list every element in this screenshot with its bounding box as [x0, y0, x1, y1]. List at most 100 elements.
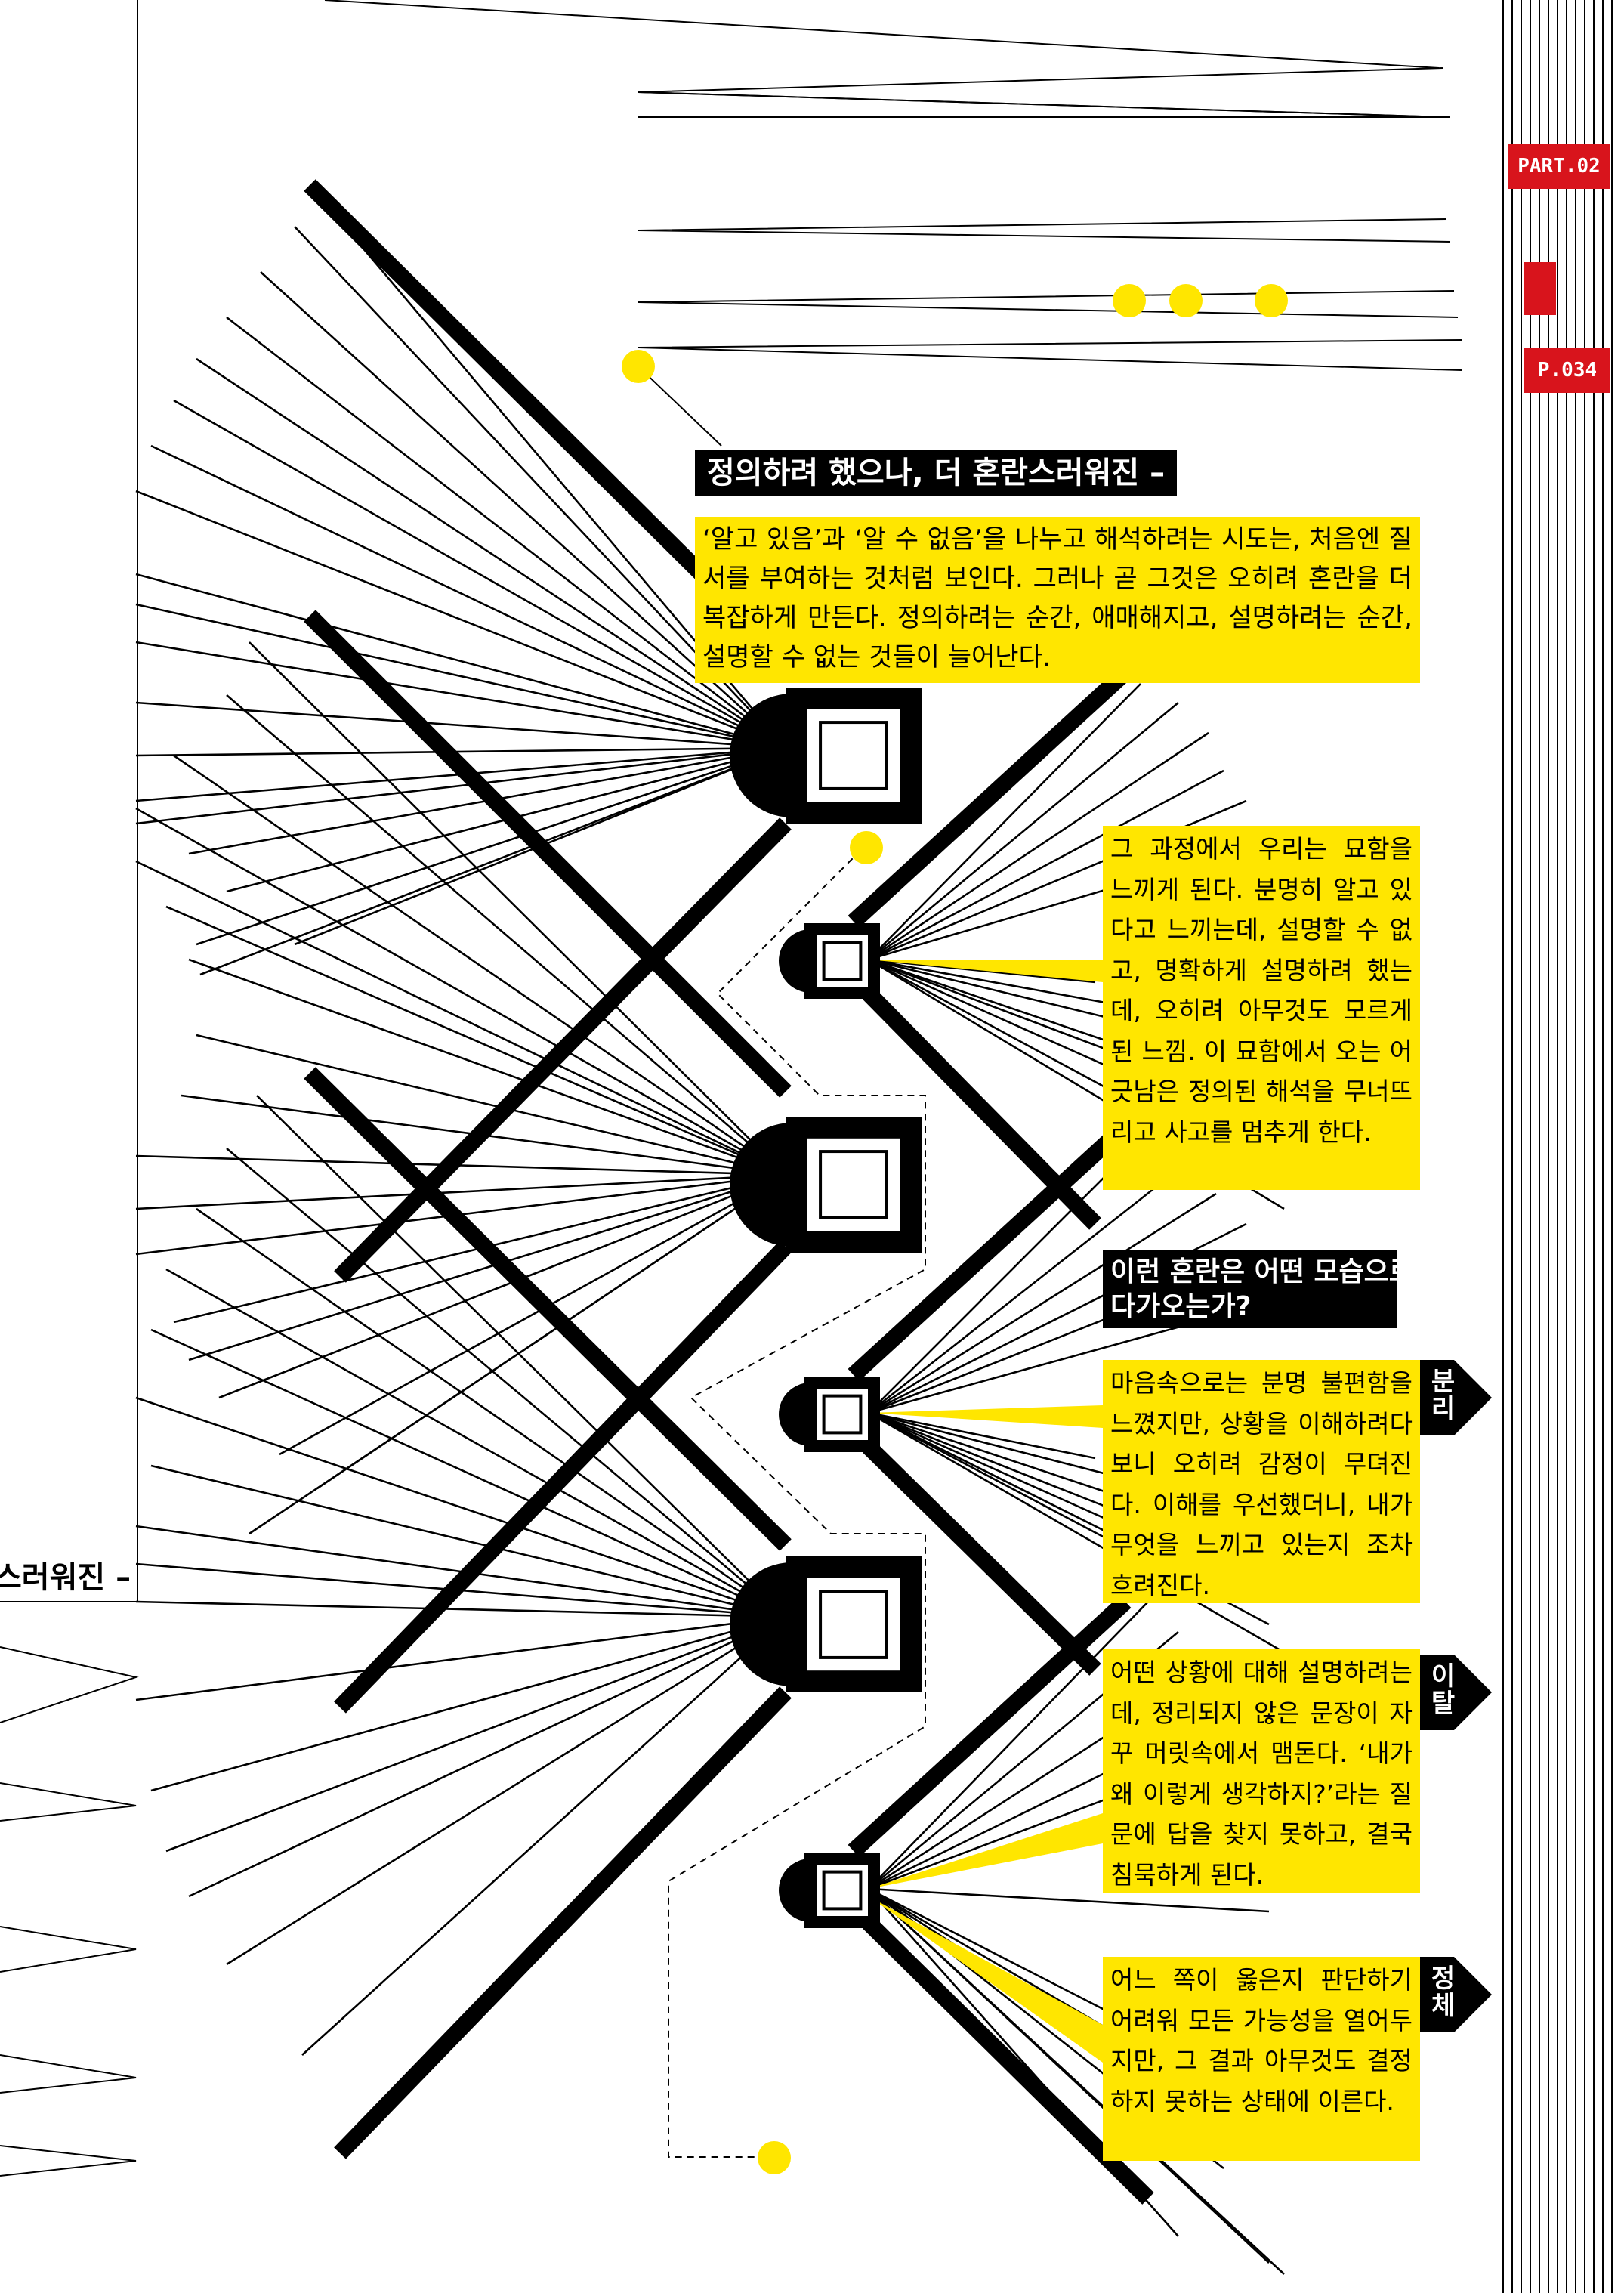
ray-line [165, 1268, 786, 1618]
section1-heading: 정의하려 했으나, 더 혼란스러워진 – [695, 450, 1178, 496]
heavy-bar [304, 1067, 792, 1551]
left-wedge [0, 2145, 137, 2177]
ray-line [135, 807, 786, 1176]
ray-line [135, 1173, 786, 1210]
heavy-diagonals [304, 179, 1154, 2205]
ray-line [135, 490, 786, 749]
ray-line [868, 1411, 1134, 1482]
node-core [822, 1870, 863, 1911]
ray-line [249, 641, 786, 1176]
node-core [819, 721, 888, 790]
dashed-connector [668, 849, 926, 2158]
ray-line [135, 641, 786, 749]
ray-line [150, 1464, 786, 1618]
ray-line [868, 731, 1209, 961]
yellow-dots [622, 284, 1288, 2174]
item-body-deviation: 어떤 상황에 대해 설명하려는데, 정리되지 않은 문장이 자꾸 머릿속에서 맴… [1103, 1649, 1420, 1893]
ray-line [226, 1148, 786, 1618]
item-tag-deviation: 이탈 [1425, 1662, 1456, 1717]
left-page-heading-fragment: 스러워진 – [0, 1560, 131, 1595]
ray-line [135, 746, 786, 757]
top-wedges [324, 0, 1462, 371]
item-tag-stagnation: 정체 [1425, 1964, 1456, 2019]
heavy-bar [848, 1595, 1132, 1858]
ray-line [868, 1313, 1224, 1414]
ray-line [135, 1615, 786, 1701]
node-disc [779, 929, 810, 993]
page-tag: P.034 [1524, 348, 1610, 393]
wedge-line [638, 91, 1447, 118]
ray-line [868, 958, 1096, 984]
ray-line [165, 1615, 786, 1853]
top-wedge [638, 290, 1459, 318]
node-core [822, 941, 863, 981]
heavy-bar [863, 1917, 1154, 2205]
ray-line [868, 683, 1141, 960]
ray-line [188, 1615, 786, 1898]
ray-line [150, 444, 786, 749]
yellow-ray [869, 1813, 1103, 1889]
ray-line [196, 1034, 786, 1176]
ray-line [868, 1192, 1217, 1414]
ray-line [868, 1601, 1149, 1890]
ray-line [135, 573, 786, 749]
top-wedge [638, 67, 1447, 118]
yellow-ray [869, 1405, 1103, 1428]
bookmark-marker [1524, 262, 1556, 315]
node-core [819, 1150, 888, 1219]
section3-heading-line1: 이런 혼란은 어떤 모습으로 [1110, 1256, 1414, 1287]
ray-line [135, 746, 786, 825]
ray-line [188, 958, 786, 1176]
ray-line [868, 958, 1119, 1006]
ray-line [249, 1173, 786, 1535]
section3-heading-line2: 다가오는가? [1110, 1291, 1252, 1322]
ray-line [173, 754, 786, 1176]
ray-line [868, 769, 1224, 961]
ray-line [868, 1162, 1187, 1414]
ray-line [868, 1411, 1096, 1460]
section1-body: ‘알고 있음’과 ‘알 수 없음’을 나누고 해석하려는 시도는, 처음엔 질서… [695, 517, 1420, 683]
node-disc [779, 1859, 810, 1922]
heavy-bar [848, 666, 1132, 929]
ray-line [196, 357, 786, 749]
node-disc [779, 1383, 810, 1446]
heavy-bar [334, 817, 792, 1283]
part-tag: PART.02 [1508, 144, 1610, 189]
left-frame [0, 0, 138, 1602]
ray-line [135, 603, 786, 749]
ray-line [150, 1328, 786, 1618]
node-inner [807, 1138, 900, 1231]
left-wedge [0, 1926, 137, 1973]
heavy-bar [848, 1119, 1132, 1382]
ray-line [218, 1173, 786, 1399]
node-inner [807, 709, 900, 802]
ray-line [226, 316, 786, 749]
ray-line [868, 1133, 1149, 1414]
node-disc [730, 1562, 792, 1686]
item-tag-separation: 분리 [1425, 1367, 1456, 1422]
wedge-line [324, 0, 1440, 69]
left-wedges [0, 1646, 139, 2177]
ray-line [199, 746, 786, 976]
arrow-tags [1420, 1360, 1492, 2032]
ray-line [135, 1600, 786, 1618]
yellow-ray [869, 1896, 1103, 2063]
heavy-bar [304, 610, 792, 1098]
ray-line [226, 694, 786, 1176]
ray-line [173, 399, 786, 749]
yellow-ray [869, 960, 1103, 982]
heavy-bar [334, 1686, 792, 2159]
ray-line [135, 860, 786, 1176]
frame-nodes [730, 688, 922, 1928]
node-inner [807, 1578, 900, 1671]
item-body-separation: 마음속으로는 분명 불편함을 느꼈지만, 상황을 이해하려다 보니 오히려 감정… [1103, 1360, 1420, 1603]
leader-line [638, 366, 722, 447]
top-wedge [638, 339, 1462, 371]
ray-line [868, 958, 1149, 1029]
ray-line [868, 1411, 1315, 1671]
ray-line [868, 1888, 1285, 2275]
node-core [819, 1590, 888, 1659]
ray-line [135, 1396, 786, 1618]
ray-line [165, 905, 786, 1176]
